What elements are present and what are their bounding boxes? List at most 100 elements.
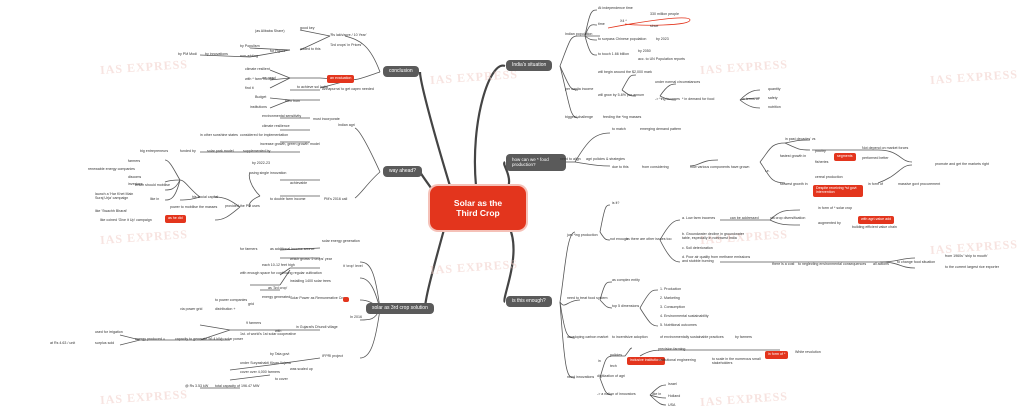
- node-increase-growth: increase growth, green growth' model: [260, 142, 320, 146]
- node-of-env: of environmentally sustainable practices: [660, 335, 724, 339]
- branch-food-production[interactable]: how can we * food production?: [506, 154, 566, 171]
- node-environmental: 4. Environmental sustainability: [660, 314, 709, 318]
- branch-conclusion[interactable]: conclusion: [383, 66, 419, 77]
- central-topic[interactable]: Solar as the Third Crop: [430, 186, 526, 230]
- node-in-terms-of: in terms of: [742, 97, 759, 101]
- node-to-power: to power companies: [215, 298, 248, 302]
- node-x4: X4 *: [620, 19, 627, 23]
- node-as-seen: as he did: [165, 215, 186, 223]
- branch-is-this-enough[interactable]: is this enough?: [506, 296, 552, 307]
- node-to-cover: to cover: [275, 377, 288, 381]
- node-policies: policies: [610, 353, 622, 357]
- branch-way-ahead[interactable]: way ahead?: [383, 166, 422, 177]
- node-building-chain: building efficient value chain: [852, 225, 897, 229]
- node-as-complex: as complex entity: [612, 278, 640, 282]
- node-dhundi: in Gujarat's Dhundi village: [296, 325, 338, 329]
- node-need-innovations: need innovations: [567, 375, 595, 379]
- node-need-to-align: need to align: [560, 157, 581, 161]
- node-with-agri: with agri-value add: [858, 216, 895, 224]
- node-with-farm: with * farm income: [245, 77, 275, 81]
- node-is-it: is it?: [612, 201, 620, 205]
- node-he-coined: like coined 'Give it Up' campaign: [100, 218, 152, 222]
- node-not-enough: not enough: [610, 237, 628, 241]
- node-huge-income: -> *ing incomes: [655, 97, 680, 101]
- node-used-irrigation: used for irrigation: [95, 330, 123, 334]
- node-pm-2016: PM's 2016 call: [324, 197, 348, 201]
- node-fastest-growth: fastest growth in: [780, 154, 807, 158]
- node-indian-agri: Indian agri: [338, 123, 355, 127]
- node-just-1: just *ing production: [567, 233, 598, 237]
- node-grid: grid: [248, 302, 254, 306]
- node-additional-income: as additional income source: [270, 247, 315, 251]
- node-promote-get: promote and get the markets right: [935, 162, 989, 166]
- node-not-depend: Not depend on market forces: [862, 146, 909, 150]
- node-demand-food: * in demand for food: [682, 97, 715, 101]
- node-despite-receiving: Despite receiving *st govt intervention: [813, 185, 863, 197]
- node-solar-energy: solar energy generation: [322, 239, 360, 243]
- node-as-alibaba: (as Alibaba Share): [255, 29, 285, 33]
- node-need-food-system: need to treat food system: [567, 296, 608, 300]
- node-since: since: [650, 24, 659, 28]
- node-energy-prod: energy produced =: [135, 337, 166, 341]
- node-by-innovations: by innovations: [205, 52, 228, 56]
- node-touch-1-6b: to touch 1.66 billion: [598, 52, 629, 56]
- node-carbon-market: developing carbon market: [567, 335, 609, 339]
- node-in-2016: In 2016: [350, 315, 362, 319]
- node-it-is-third: it 'crop' level: [343, 264, 363, 268]
- node-for-farmers: for farmers: [240, 247, 258, 251]
- node-env-sust: environmental sensitivity: [262, 114, 302, 118]
- node-in: in: [598, 359, 601, 363]
- node-solar-highlight: [343, 297, 349, 302]
- node-holland: Holland: [668, 394, 681, 398]
- node-c-soil: c. Soil deterioration: [682, 246, 713, 250]
- node-discoms: discoms: [128, 175, 142, 179]
- node-all-actions: all actions: [873, 262, 889, 266]
- node-grow-5: will grow by 5-6% per annum: [598, 93, 645, 97]
- node-by-2050: by 2050: [638, 49, 651, 53]
- node-production: 1. Production: [660, 287, 682, 291]
- node-to-match: to match: [612, 127, 626, 131]
- node-tech: tech: [610, 364, 617, 368]
- branch-solar-crop[interactable]: solar as 3rd crop solution: [366, 303, 434, 314]
- node-for-a-figure: for Figure*: [270, 49, 287, 53]
- node-i-e: i.e.: [765, 169, 770, 173]
- node-there-is: there is a cost: [772, 262, 795, 266]
- node-provided-pm: provided the PM uses: [225, 204, 260, 208]
- node-usa: USA: [668, 403, 676, 407]
- node-like-swachh: like 'Swachh Bharat': [95, 209, 128, 213]
- node-which-grows: which grows '2 crops' year: [290, 257, 332, 261]
- node-using-single: using single innovation: [250, 171, 287, 175]
- node-pm-modi: by PM Modi: [178, 52, 197, 56]
- node-solar-park: solar park model: [207, 149, 234, 153]
- node-cover-4000: cover over 4,000 farmers: [240, 370, 280, 374]
- node-like-in: like in: [652, 392, 662, 396]
- central-title-line2: Third Crop: [456, 208, 500, 218]
- node-israel: Israel: [668, 382, 677, 386]
- branch-india-situation[interactable]: India's situation: [506, 60, 553, 71]
- node-by-2023: by 2023: [656, 37, 669, 41]
- node-cereal-production: cereal production: [815, 175, 843, 179]
- node-consumption: 3. Consumption: [660, 305, 686, 309]
- node-must-incorporate: must incorporate: [313, 117, 340, 121]
- node-neglecting: to neglecting environmental consequences: [798, 262, 867, 266]
- node-like-in-way: like in: [150, 197, 160, 201]
- node-under-suryashakti: under Suryashakti Kisan Yojana: [240, 361, 291, 365]
- node-time: time: [598, 22, 605, 26]
- node-protein-breaks: in past decades' vs: [785, 137, 816, 141]
- node-a-nation: -> a nation of innovators: [597, 392, 636, 396]
- node-pop-330m: 330 million people: [650, 12, 679, 16]
- node-to-change: to change food situation: [897, 260, 936, 264]
- node-added-to-this: added to this: [300, 47, 321, 51]
- node-indian-population: Indian population: [565, 32, 593, 36]
- node-b-ground: b. Groundwater decline in groundwater ta…: [682, 232, 744, 241]
- node-emerging-demand: emerging demand pattern: [640, 127, 682, 131]
- node-marketing: 2. Marketing: [660, 296, 680, 300]
- node-renew-companies: renewable energy companies: [88, 167, 135, 171]
- node-budget: Budget: [255, 95, 267, 99]
- node-how-various: how various components have grown: [690, 165, 750, 169]
- node-d-poor: d. Poor air quality from methane emissio…: [682, 255, 751, 264]
- node-surpass-china: to surpass Chinese population: [598, 37, 647, 41]
- node-segments: segments: [834, 153, 856, 161]
- node-incentivize: to incentivize adoption: [612, 335, 648, 339]
- node-with: with: [275, 329, 282, 333]
